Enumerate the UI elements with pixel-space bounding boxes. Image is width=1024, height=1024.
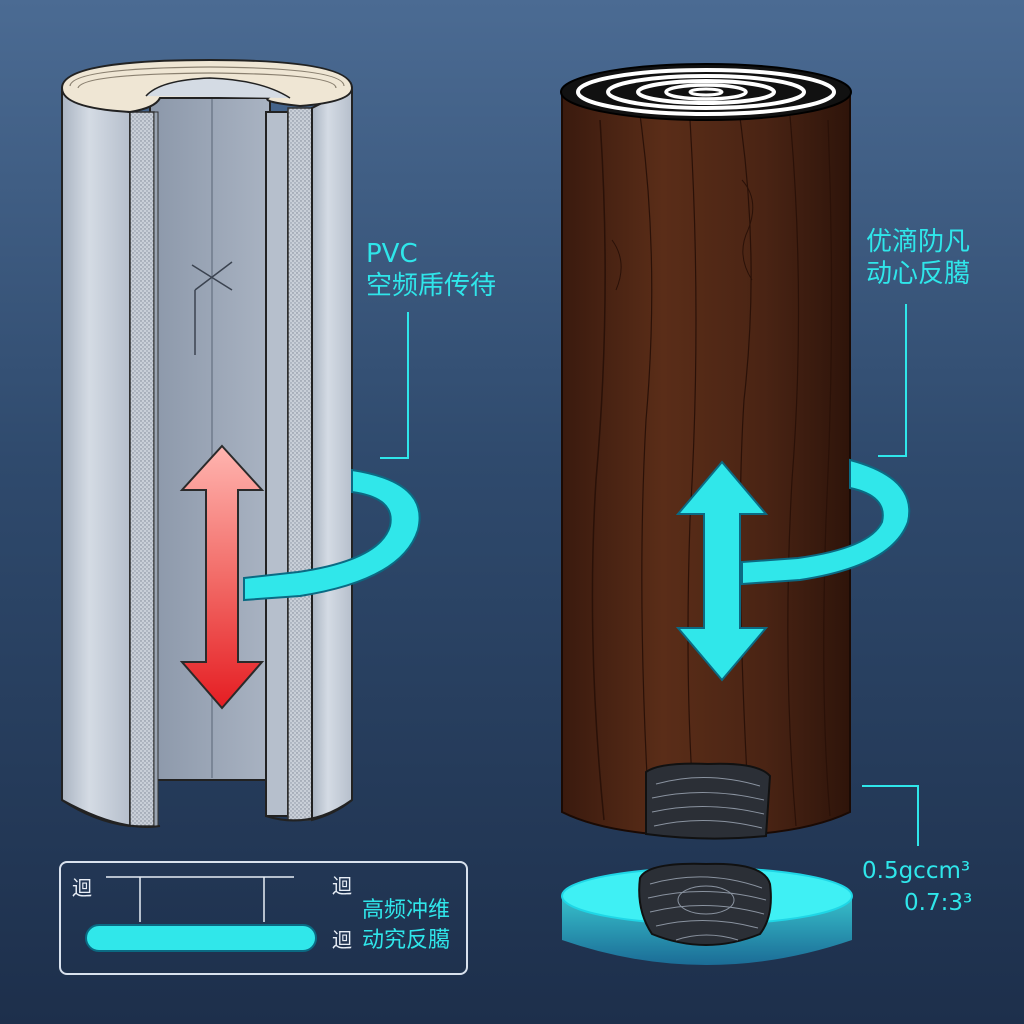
red-vertical-arrow bbox=[179, 444, 265, 710]
legend-label-line2: 动究反臈 bbox=[362, 928, 451, 953]
legend-glyph-2: 迴 bbox=[332, 874, 352, 898]
legend-box bbox=[59, 861, 468, 975]
legend-label-line1: 高频冲维 bbox=[362, 898, 451, 923]
pvc-label-line1: PVC bbox=[366, 239, 418, 269]
legend-glyph-1: 迴 bbox=[72, 876, 92, 900]
density-value-2: 0.7:3³ bbox=[904, 890, 973, 916]
density-value-1: 0.5gccm³ bbox=[862, 858, 971, 884]
legend-diagram bbox=[85, 876, 317, 952]
wood-label-line1: 优滴阞凡 bbox=[866, 227, 971, 257]
legend-glyph-3: 迴 bbox=[332, 928, 352, 952]
wood-rotation-ring bbox=[741, 458, 911, 586]
wood-label-line2: 动心反臈 bbox=[866, 259, 971, 289]
wood-log bbox=[560, 63, 852, 840]
pvc-label-line2: 空频乕传待 bbox=[366, 271, 497, 301]
pvc-rotation-ring bbox=[243, 468, 421, 602]
cyan-vertical-arrow bbox=[675, 460, 769, 682]
sample-platform bbox=[561, 862, 853, 965]
pvc-leader-line bbox=[380, 312, 409, 459]
density-leader-line bbox=[862, 785, 919, 846]
wood-leader-line bbox=[878, 304, 907, 457]
pvc-pipe bbox=[60, 58, 354, 828]
